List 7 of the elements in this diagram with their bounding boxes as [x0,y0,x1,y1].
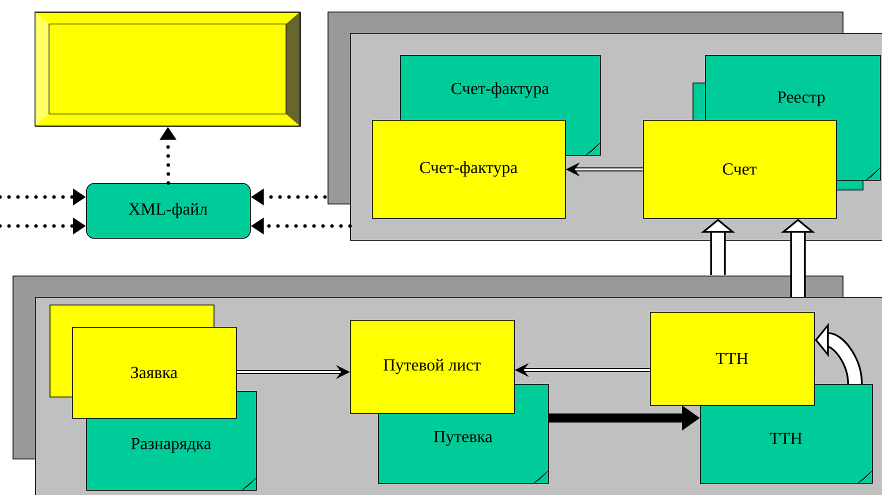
document-box: Счет [643,120,837,219]
frame-box [34,12,301,127]
file-box: XML-файл [86,182,251,239]
document-box: Заявка [50,304,237,419]
document-box: ТТН [650,312,815,406]
document-box: Счет-фактура [372,120,566,219]
document-box: Путевой лист [350,320,515,414]
